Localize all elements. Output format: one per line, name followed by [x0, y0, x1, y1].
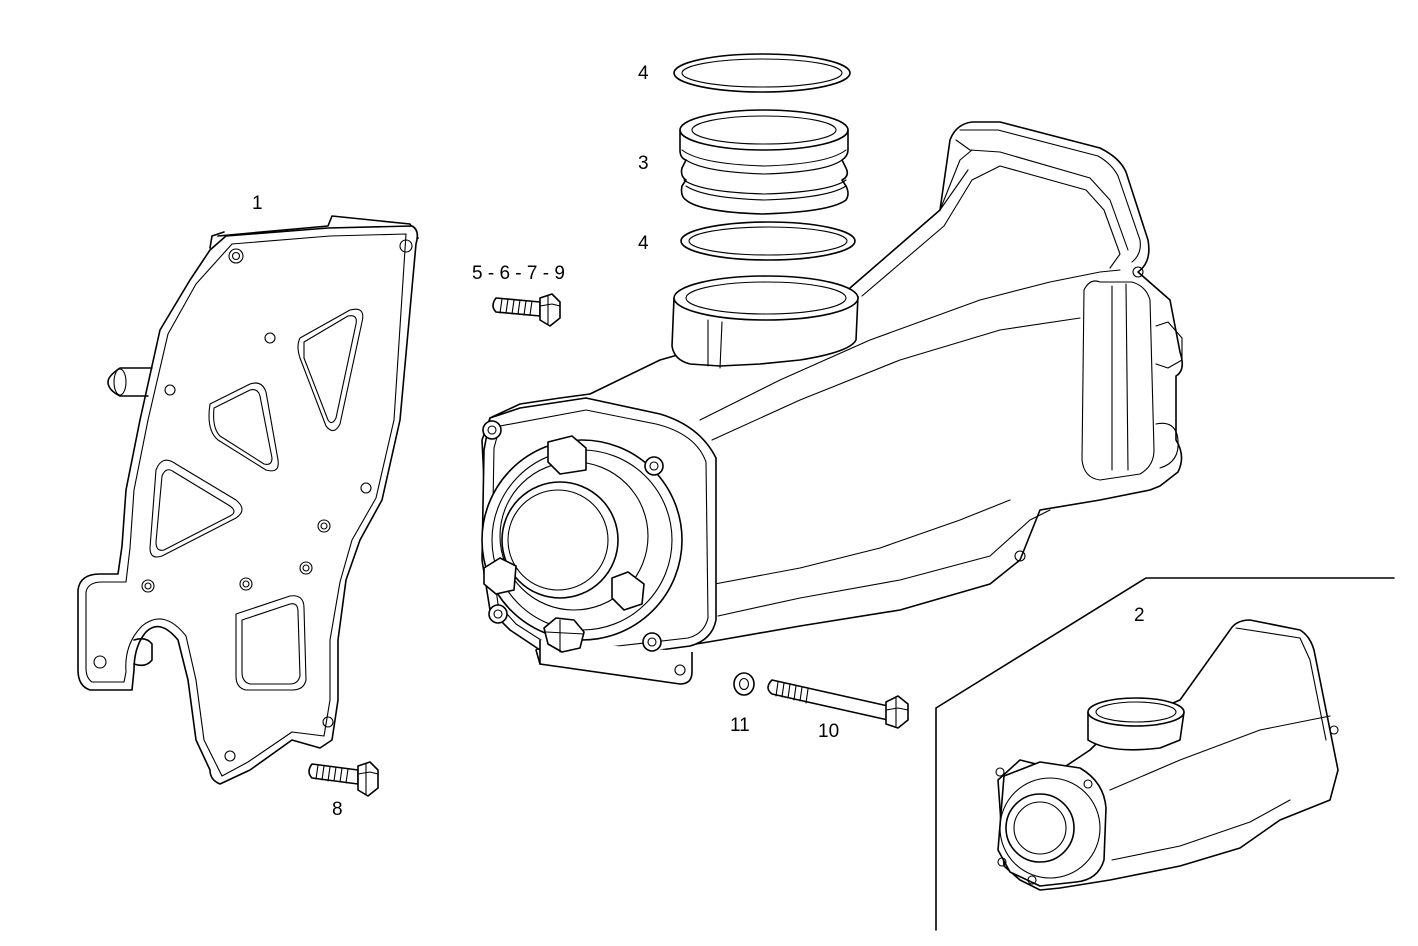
- callout-10: 10: [818, 721, 840, 742]
- assembly-inset-frame: [935, 577, 1395, 931]
- callout-4-top: 4: [638, 63, 649, 84]
- callout-1: 1: [252, 193, 263, 214]
- callout-2: 2: [1134, 605, 1145, 626]
- long-bolt-part-10: [767, 679, 909, 729]
- assembled-housing-part-2: [995, 619, 1339, 891]
- differential-housing: [481, 121, 1184, 685]
- washer-part-11: [733, 672, 755, 696]
- callout-11: 11: [730, 715, 750, 736]
- o-ring-part-4-bottom: [680, 221, 856, 261]
- sleeve-part-3: [679, 109, 849, 215]
- callout-3: 3: [638, 153, 649, 174]
- o-ring-part-4-top: [673, 53, 851, 93]
- mounting-plate-part-1: [77, 215, 419, 785]
- callout-8: 8: [332, 799, 343, 820]
- callout-5-6-7-9: 5 - 6 - 7 - 9: [472, 263, 565, 284]
- bolt-part-5-6-7-9: [492, 293, 561, 327]
- bolt-part-8: [308, 761, 379, 797]
- callout-4-bottom: 4: [638, 233, 649, 254]
